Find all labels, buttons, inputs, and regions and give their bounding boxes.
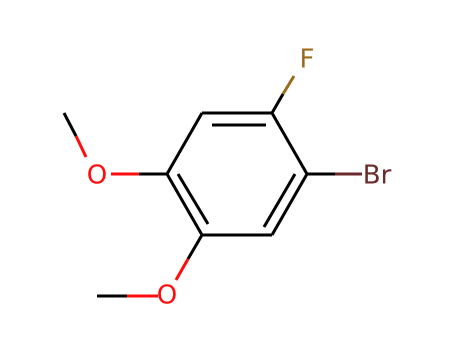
ring-bond-lower-left (165, 173, 204, 236)
ring-bond-lower-right (270, 173, 309, 236)
upper-oxygen-atom-label: O (87, 161, 107, 191)
ring-bond-upper-right (270, 112, 309, 175)
upper-methoxy-group (62, 112, 167, 176)
fluorine-bond-carbon-part (270, 93, 285, 114)
upper-oxygen-methyl-bond-oxygen-part (74, 135, 88, 158)
lower-ring-oxygen-bond-oxygen-part (174, 258, 190, 281)
ring-bond-upper-left (165, 112, 204, 175)
benzene-ring (165, 111, 309, 237)
fluorine-bond-fluorine-part (281, 75, 296, 95)
bromine-atom-label: Br (363, 161, 392, 191)
lower-oxygen-atom-label: O (157, 281, 177, 311)
upper-oxygen-methyl-bond-carbon-part (62, 112, 78, 137)
lower-ring-oxygen-bond-carbon-part (186, 234, 204, 260)
ring-bond-lower-right-inner (262, 173, 297, 228)
lower-methoxy-group (97, 234, 204, 298)
ring-bond-lower-left-inner (176, 173, 210, 225)
fluorine-atom-label: F (300, 45, 315, 75)
fluorine-bond (270, 75, 296, 114)
